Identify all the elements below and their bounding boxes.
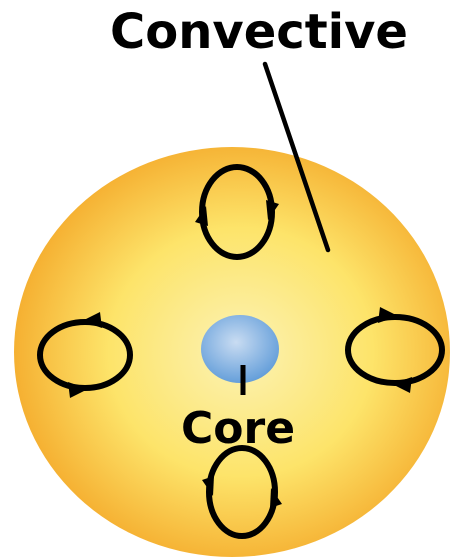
star-core [201, 315, 279, 383]
convective-label: Convective [110, 4, 408, 60]
